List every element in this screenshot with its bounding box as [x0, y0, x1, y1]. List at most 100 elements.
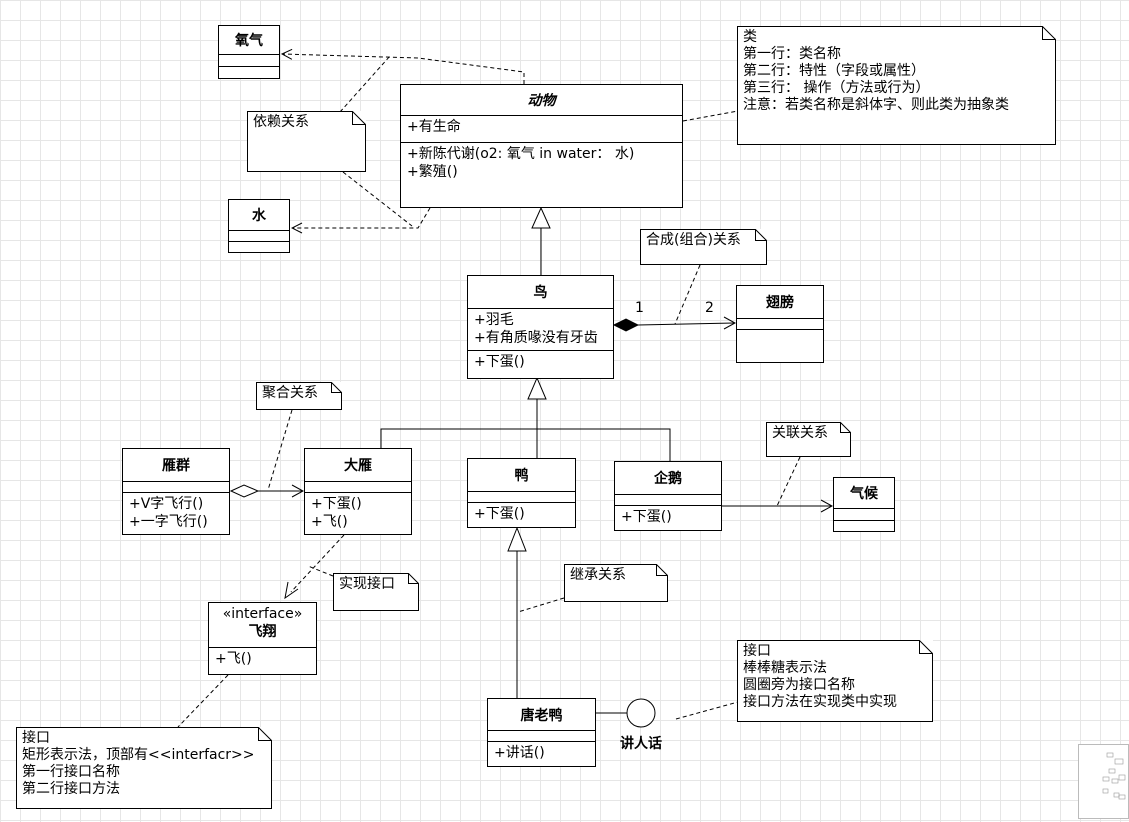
interface-fly[interactable]: «interface» 飞翔 +飞()	[208, 602, 317, 675]
dependency-arrow-oxygen	[282, 54, 525, 84]
class-name: 雁群	[123, 449, 229, 482]
association-arrowhead	[820, 499, 834, 513]
note-realization[interactable]: 实现接口	[333, 573, 419, 611]
aggregation-diamond	[229, 484, 260, 498]
class-goose-flock[interactable]: 雁群 +V字飞行() +一字飞行()	[122, 448, 230, 535]
class-oxygen[interactable]: 氧气	[218, 25, 280, 79]
note-link-inheritance	[517, 597, 565, 613]
multiplicity-left: 1	[635, 300, 644, 316]
note-line: 依赖关系	[253, 114, 309, 130]
note-line: 关联关系	[772, 425, 828, 441]
operation: +飞()	[215, 651, 252, 667]
class-goose[interactable]: 大雁 +下蛋() +飞()	[304, 448, 412, 535]
class-climate[interactable]: 气候	[833, 477, 895, 532]
note-line: 棒棒糖表示法	[743, 660, 827, 676]
attribute: +羽毛	[474, 312, 514, 328]
realization-line	[290, 534, 345, 593]
generalization-tree-bird	[380, 428, 671, 461]
note-link-dependency-bottom	[342, 171, 413, 227]
note-line: 注意：若类名称是斜体字、则此类为抽象类	[743, 97, 1009, 113]
note-shape	[737, 640, 933, 722]
operation: +飞()	[311, 514, 348, 530]
lollipop-label: 讲人话	[620, 736, 662, 752]
note-shape	[16, 727, 272, 809]
note-link-interface-lollipop	[675, 701, 739, 720]
note-shape	[247, 111, 366, 172]
note-line: 类	[743, 29, 757, 45]
class-wing[interactable]: 翅膀	[736, 285, 824, 363]
note-link-interface-rect	[177, 674, 229, 728]
note-link-composition	[674, 264, 701, 325]
note-line: 第一行：类名称	[743, 46, 841, 62]
class-name: 鸟	[468, 276, 613, 309]
operation: +下蛋()	[311, 496, 362, 512]
note-composition[interactable]: 合成(组合)关系	[640, 229, 767, 265]
note-link-realization	[307, 565, 334, 577]
attribute: +有角质喙没有牙齿	[474, 330, 598, 346]
stereotype: «interface»	[222, 606, 303, 622]
note-line: 圆圈旁为接口名称	[743, 677, 855, 693]
note-shape	[256, 382, 342, 410]
operation: +繁殖()	[407, 164, 458, 180]
note-interface-lollipop[interactable]: 接口 棒棒糖表示法 圆圈旁为接口名称 接口方法在实现类中实现	[737, 640, 933, 722]
composition-line	[637, 322, 735, 326]
lollipop-circle	[626, 698, 656, 728]
note-line: 第二行：特性（字段或属性）	[743, 63, 925, 79]
note-link-class	[682, 110, 739, 122]
operation: +讲话()	[494, 745, 545, 761]
operation: +下蛋()	[474, 354, 525, 370]
composition-arrowhead	[723, 316, 737, 330]
class-penguin[interactable]: 企鹅 +下蛋()	[614, 461, 722, 531]
note-line: 第三行： 操作（方法或行为）	[743, 80, 930, 96]
minimap-thumbnail[interactable]	[1078, 744, 1129, 819]
note-association[interactable]: 关联关系	[766, 422, 851, 457]
note-line: 接口方法在实现类中实现	[743, 694, 897, 710]
note-line: 继承关系	[570, 567, 626, 583]
class-duck[interactable]: 鸭 +下蛋()	[467, 458, 576, 528]
class-bird[interactable]: 鸟 +羽毛 +有角质喙没有牙齿 +下蛋()	[467, 275, 614, 379]
multiplicity-right: 2	[705, 300, 714, 316]
operation: +新陈代谢(o2: 氧气 in water： 水)	[407, 146, 635, 162]
note-aggregation[interactable]: 聚合关系	[256, 382, 342, 410]
interface-header: «interface» 飞翔	[209, 603, 316, 648]
note-shape	[737, 26, 1056, 145]
note-class[interactable]: 类 第一行：类名称 第二行：特性（字段或属性） 第三行： 操作（方法或行为） 注…	[737, 26, 1056, 145]
class-name: 企鹅	[615, 462, 721, 495]
realization-arrowhead	[284, 581, 299, 600]
note-link-association	[776, 456, 801, 507]
class-tang-duck[interactable]: 唐老鸭 +讲话()	[487, 698, 596, 767]
dependency-arrow-water	[292, 207, 431, 228]
note-shape	[766, 422, 851, 457]
minimap-preview-icon	[1102, 752, 1126, 800]
note-line: 合成(组合)关系	[646, 232, 741, 248]
operation: +下蛋()	[621, 509, 672, 525]
note-line: 矩形表示法，顶部有<<interfacr>>	[22, 747, 255, 763]
note-line: 接口	[22, 730, 50, 746]
class-name: 翅膀	[737, 286, 823, 319]
class-name: 鸭	[468, 459, 575, 492]
generalization-head-animal	[531, 206, 551, 229]
operation: +一字飞行()	[129, 514, 208, 530]
class-name: 气候	[834, 478, 894, 509]
aggregation-arrowhead	[291, 484, 305, 498]
class-name: 唐老鸭	[488, 699, 595, 731]
class-name: 氧气	[219, 26, 279, 55]
class-water[interactable]: 水	[228, 199, 290, 253]
operation: +V字飞行()	[129, 496, 204, 512]
class-name: 水	[229, 200, 289, 231]
note-link-dependency-top	[339, 55, 391, 113]
class-name: 动物	[401, 85, 682, 116]
note-line: 实现接口	[339, 576, 395, 592]
note-line: 接口	[743, 643, 771, 659]
operation: +下蛋()	[474, 506, 525, 522]
class-animal[interactable]: 动物 +有生命 +新陈代谢(o2: 氧气 in water： 水) +繁殖()	[400, 84, 683, 208]
note-interface-rect[interactable]: 接口 矩形表示法，顶部有<<interfacr>> 第一行接口名称 第二行接口方…	[16, 727, 272, 809]
attribute: +有生命	[407, 119, 461, 135]
note-dependency[interactable]: 依赖关系	[247, 111, 366, 172]
note-line: 第一行接口名称	[22, 764, 120, 780]
class-name: 大雁	[305, 449, 411, 482]
note-link-aggregation	[267, 409, 293, 491]
note-shape	[564, 564, 668, 602]
note-inheritance[interactable]: 继承关系	[564, 564, 668, 602]
